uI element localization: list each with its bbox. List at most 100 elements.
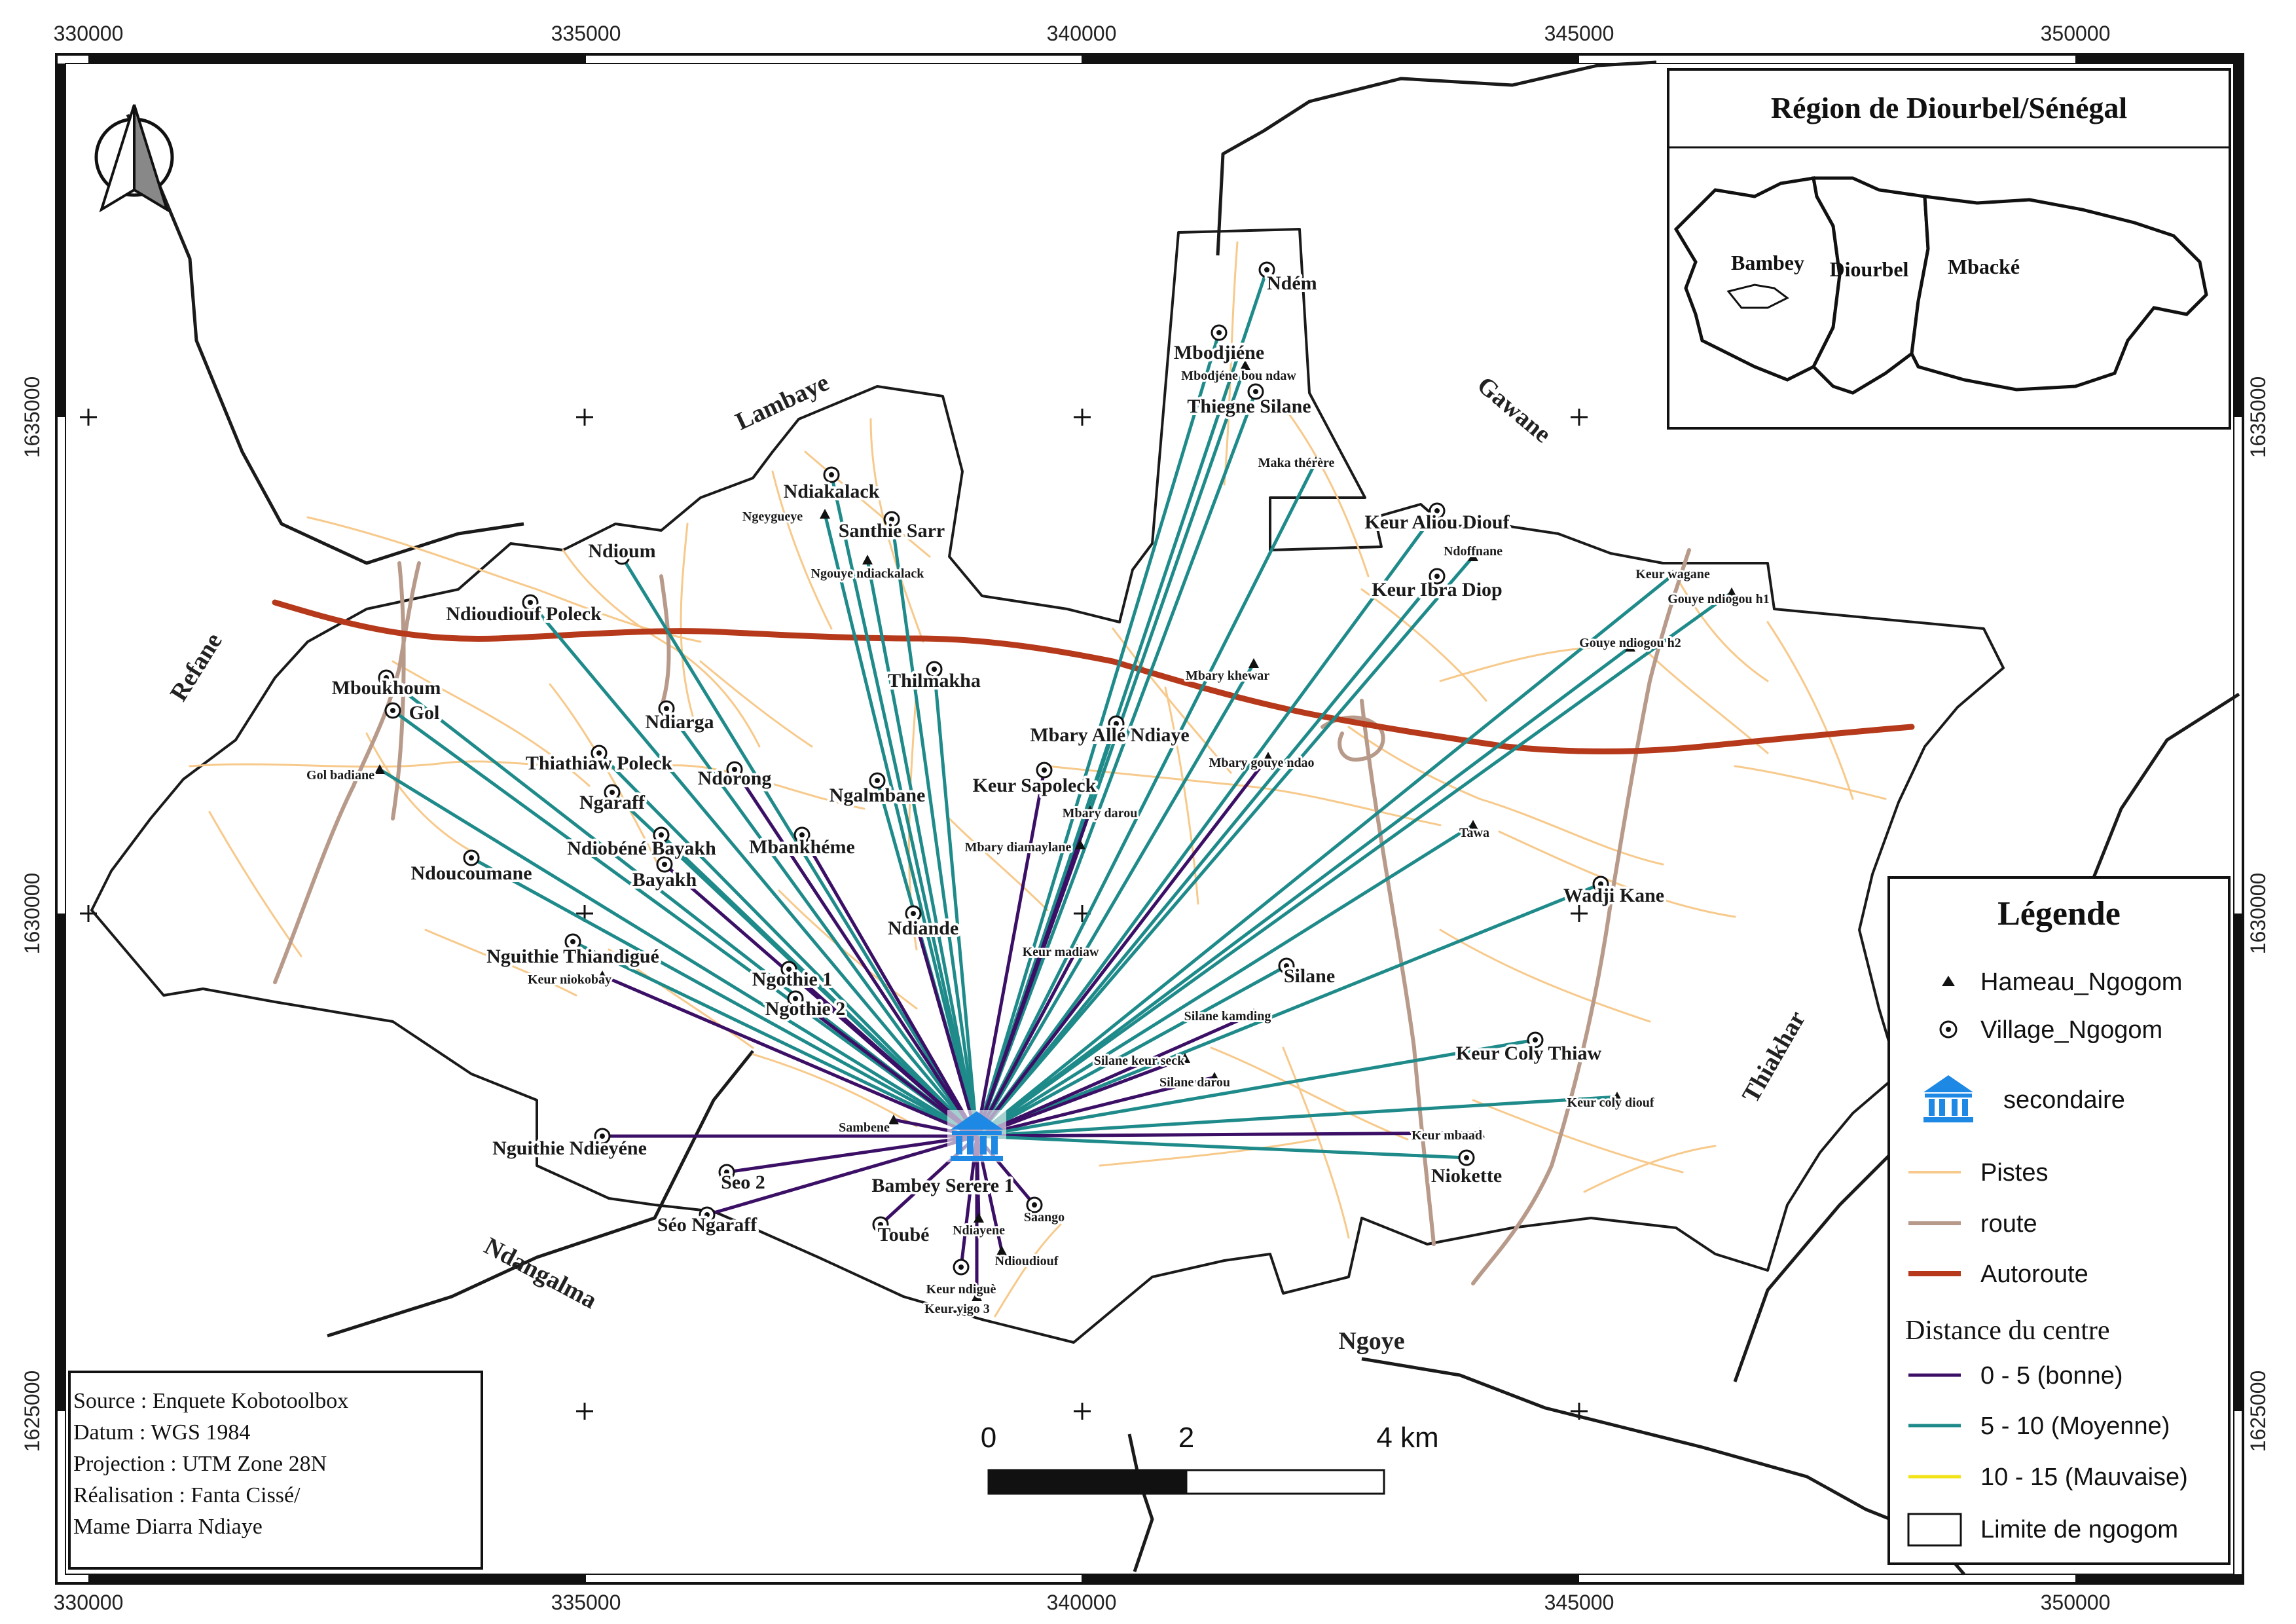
village-marker-dot	[793, 996, 798, 1001]
legend-item-label: Autoroute	[1980, 1261, 2088, 1288]
hameau-marker-icon	[1311, 456, 1321, 466]
distance-line	[665, 707, 979, 1137]
distance-line	[890, 519, 979, 1137]
x-coord-top: 350000	[2041, 22, 2111, 45]
distance-line	[598, 752, 978, 1137]
author-line: Réalisation : Fanta Cissé/	[73, 1483, 301, 1507]
projection-line: Projection : UTM Zone 28N	[73, 1452, 327, 1476]
inset-label-mbacke: Mbacké	[1948, 255, 2020, 278]
village-marker-dot	[469, 855, 474, 860]
hameau-label: Keur niokobay	[528, 972, 611, 987]
scale-bar: 0 2 4 km	[981, 1422, 1439, 1495]
village-marker-dot	[799, 832, 805, 838]
village-marker-dot	[390, 708, 395, 713]
hameau-marker-icon	[597, 970, 608, 980]
region-label-ngoye: Ngoye	[1338, 1327, 1404, 1355]
village-label: Silane	[1284, 965, 1335, 987]
legend: Légende Hameau_Ngogom Village_Ngogom sec…	[1887, 876, 2231, 1565]
hameau-marker-icon	[1612, 1092, 1622, 1101]
village-label: Nguithie Ndieyéne	[492, 1137, 647, 1159]
village-label: Ndiakalack	[784, 481, 880, 502]
village-marker-dot	[1464, 1155, 1469, 1160]
legend-distance-title: Distance du centre	[1905, 1316, 2110, 1346]
distance-line	[932, 669, 979, 1137]
village-marker-dot	[1434, 574, 1440, 579]
village-marker-dot	[704, 1212, 710, 1217]
hameau-label: Keur coly diouf	[1567, 1096, 1654, 1110]
distance-line	[975, 948, 1079, 1137]
village-label: Thiegne Silane	[1187, 396, 1311, 417]
village-marker-dot	[1533, 1037, 1538, 1043]
hameau-marker-icon	[972, 1291, 982, 1301]
datum-line: Datum : WGS 1984	[73, 1420, 250, 1445]
hameau-marker-icon	[1263, 752, 1273, 762]
legend-distance-label: 5 - 10 (Moyenne)	[1980, 1412, 2170, 1440]
hameau-label: Keur madiaw	[1023, 945, 1099, 959]
distance-line	[975, 391, 1258, 1137]
village-marker-dot	[384, 675, 389, 680]
north-arrow-icon	[94, 104, 174, 213]
y-coord-right: 1625000	[2246, 1371, 2270, 1452]
distance-line	[975, 575, 1438, 1137]
x-coord-top: 335000	[551, 22, 621, 45]
distance-line	[975, 555, 1474, 1137]
village-label: Gol	[409, 702, 440, 724]
hameau-label: Keur yigo 3	[924, 1302, 990, 1316]
village-marker-dot	[932, 667, 937, 672]
scale-label: 0	[981, 1422, 996, 1454]
distance-line	[866, 559, 979, 1137]
distance-line	[602, 974, 977, 1138]
hameau-label: Silane keur seck	[1094, 1054, 1185, 1068]
village-label: Ndorong	[698, 767, 772, 789]
village-marker-dot	[1264, 267, 1269, 272]
y-coord-left: 1630000	[20, 873, 44, 955]
hameau-marker-icon	[1248, 658, 1259, 668]
village-label: Thiathiaw Poleck	[526, 752, 672, 774]
village-marker-dot	[732, 767, 737, 772]
distance-line	[975, 509, 1439, 1137]
distance-line	[529, 601, 978, 1137]
school-icon	[947, 1110, 1006, 1162]
x-coord-top: 340000	[1047, 22, 1117, 45]
village-marker-dot	[786, 967, 792, 972]
circle-dot-icon	[1939, 1020, 1958, 1039]
x-coord-bottom: 335000	[551, 1591, 621, 1614]
village-marker-dot	[1284, 963, 1289, 969]
hameau-marker-icon	[888, 1115, 899, 1124]
hameau-label: Keur mbaad	[1412, 1128, 1482, 1143]
hameau-label: Keur wagane	[1635, 567, 1710, 581]
village-marker-dot	[662, 862, 667, 867]
legend-distance-label: 10 - 15 (Mauvaise)	[1980, 1464, 2188, 1491]
ngogom-boundary	[90, 228, 2005, 1344]
hameau-marker-icon	[1072, 944, 1082, 954]
hameau-marker-icon	[1085, 805, 1095, 815]
village-label: Mbary Allé Ndiaye	[1030, 724, 1189, 746]
distance-line	[975, 460, 1318, 1137]
village-label: Keur Sapoleck	[973, 775, 1097, 796]
village-marker-dot	[1253, 389, 1258, 394]
legend-item-label: Pistes	[1980, 1159, 2048, 1187]
village-marker-dot	[1114, 721, 1119, 726]
hameau-label: Gouye ndiogou h2	[1579, 636, 1681, 650]
village-label: Mboukhoum	[332, 677, 441, 699]
hameau-marker-icon	[374, 764, 385, 774]
village-label: Santhie Sarr	[839, 520, 945, 542]
hameau-label: Sambene	[839, 1120, 890, 1135]
distance-line	[976, 1038, 1536, 1138]
distance-line	[660, 834, 978, 1137]
distance-line	[976, 1095, 1618, 1138]
village-label: Ndiarga	[646, 711, 714, 733]
village-marker-dot	[596, 750, 602, 756]
village-label: Toubé	[878, 1224, 930, 1246]
village-label: Ngaraff	[579, 792, 646, 813]
legend-distance-label: 0 - 5 (bonne)	[1980, 1362, 2123, 1390]
village-label: Seo 2	[721, 1172, 765, 1193]
inset-ngogom-outline	[1726, 284, 1789, 309]
hameau-marker-icon	[1248, 1008, 1259, 1018]
village-marker-dot	[1216, 330, 1222, 335]
triangle-icon	[1942, 976, 1955, 986]
legend-item-label: secondaire	[2003, 1086, 2125, 1114]
village-label: Séo Ngaraff	[657, 1214, 757, 1236]
route-network	[273, 548, 1691, 1285]
